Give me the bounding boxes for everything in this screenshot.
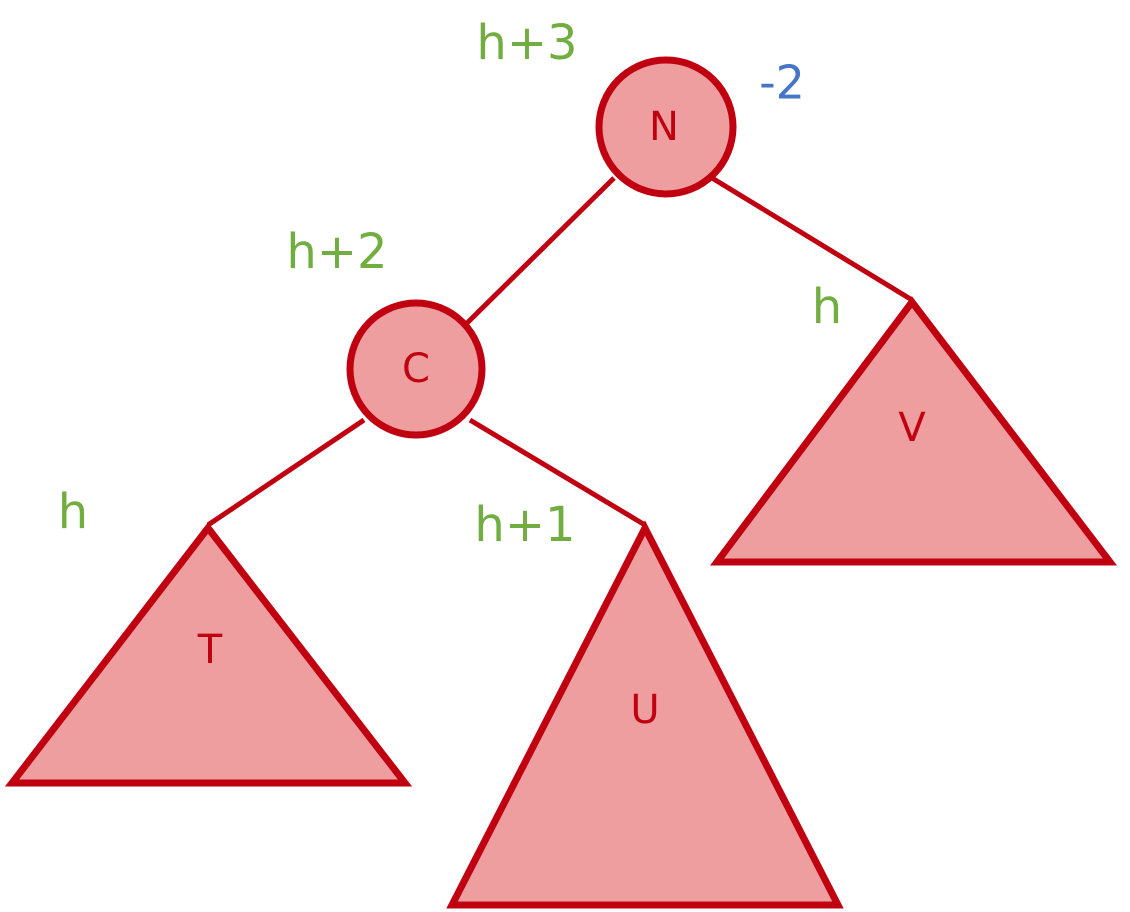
height-u: h+1	[474, 497, 575, 553]
edge-n-v	[710, 175, 914, 303]
height-c: h+2	[286, 224, 387, 280]
node-c	[346, 299, 486, 439]
height-t: h	[58, 484, 88, 540]
height-n: h+3	[476, 15, 577, 71]
subtree-t-label: T	[197, 627, 223, 673]
node-n-label: N	[649, 104, 679, 150]
node-c-label: C	[402, 346, 430, 392]
edge-n-c	[458, 176, 616, 332]
edge-c-t	[206, 417, 366, 528]
subtree-v-label: V	[898, 405, 926, 451]
node-n	[595, 56, 737, 198]
subtree-u-label: U	[630, 687, 659, 733]
edge-c-u	[468, 417, 647, 528]
balance-factor-n: -2	[759, 56, 805, 110]
height-v: h	[812, 279, 842, 335]
subtree-t	[4, 522, 413, 787]
subtree-u	[446, 520, 844, 909]
subtree-v	[710, 296, 1118, 566]
